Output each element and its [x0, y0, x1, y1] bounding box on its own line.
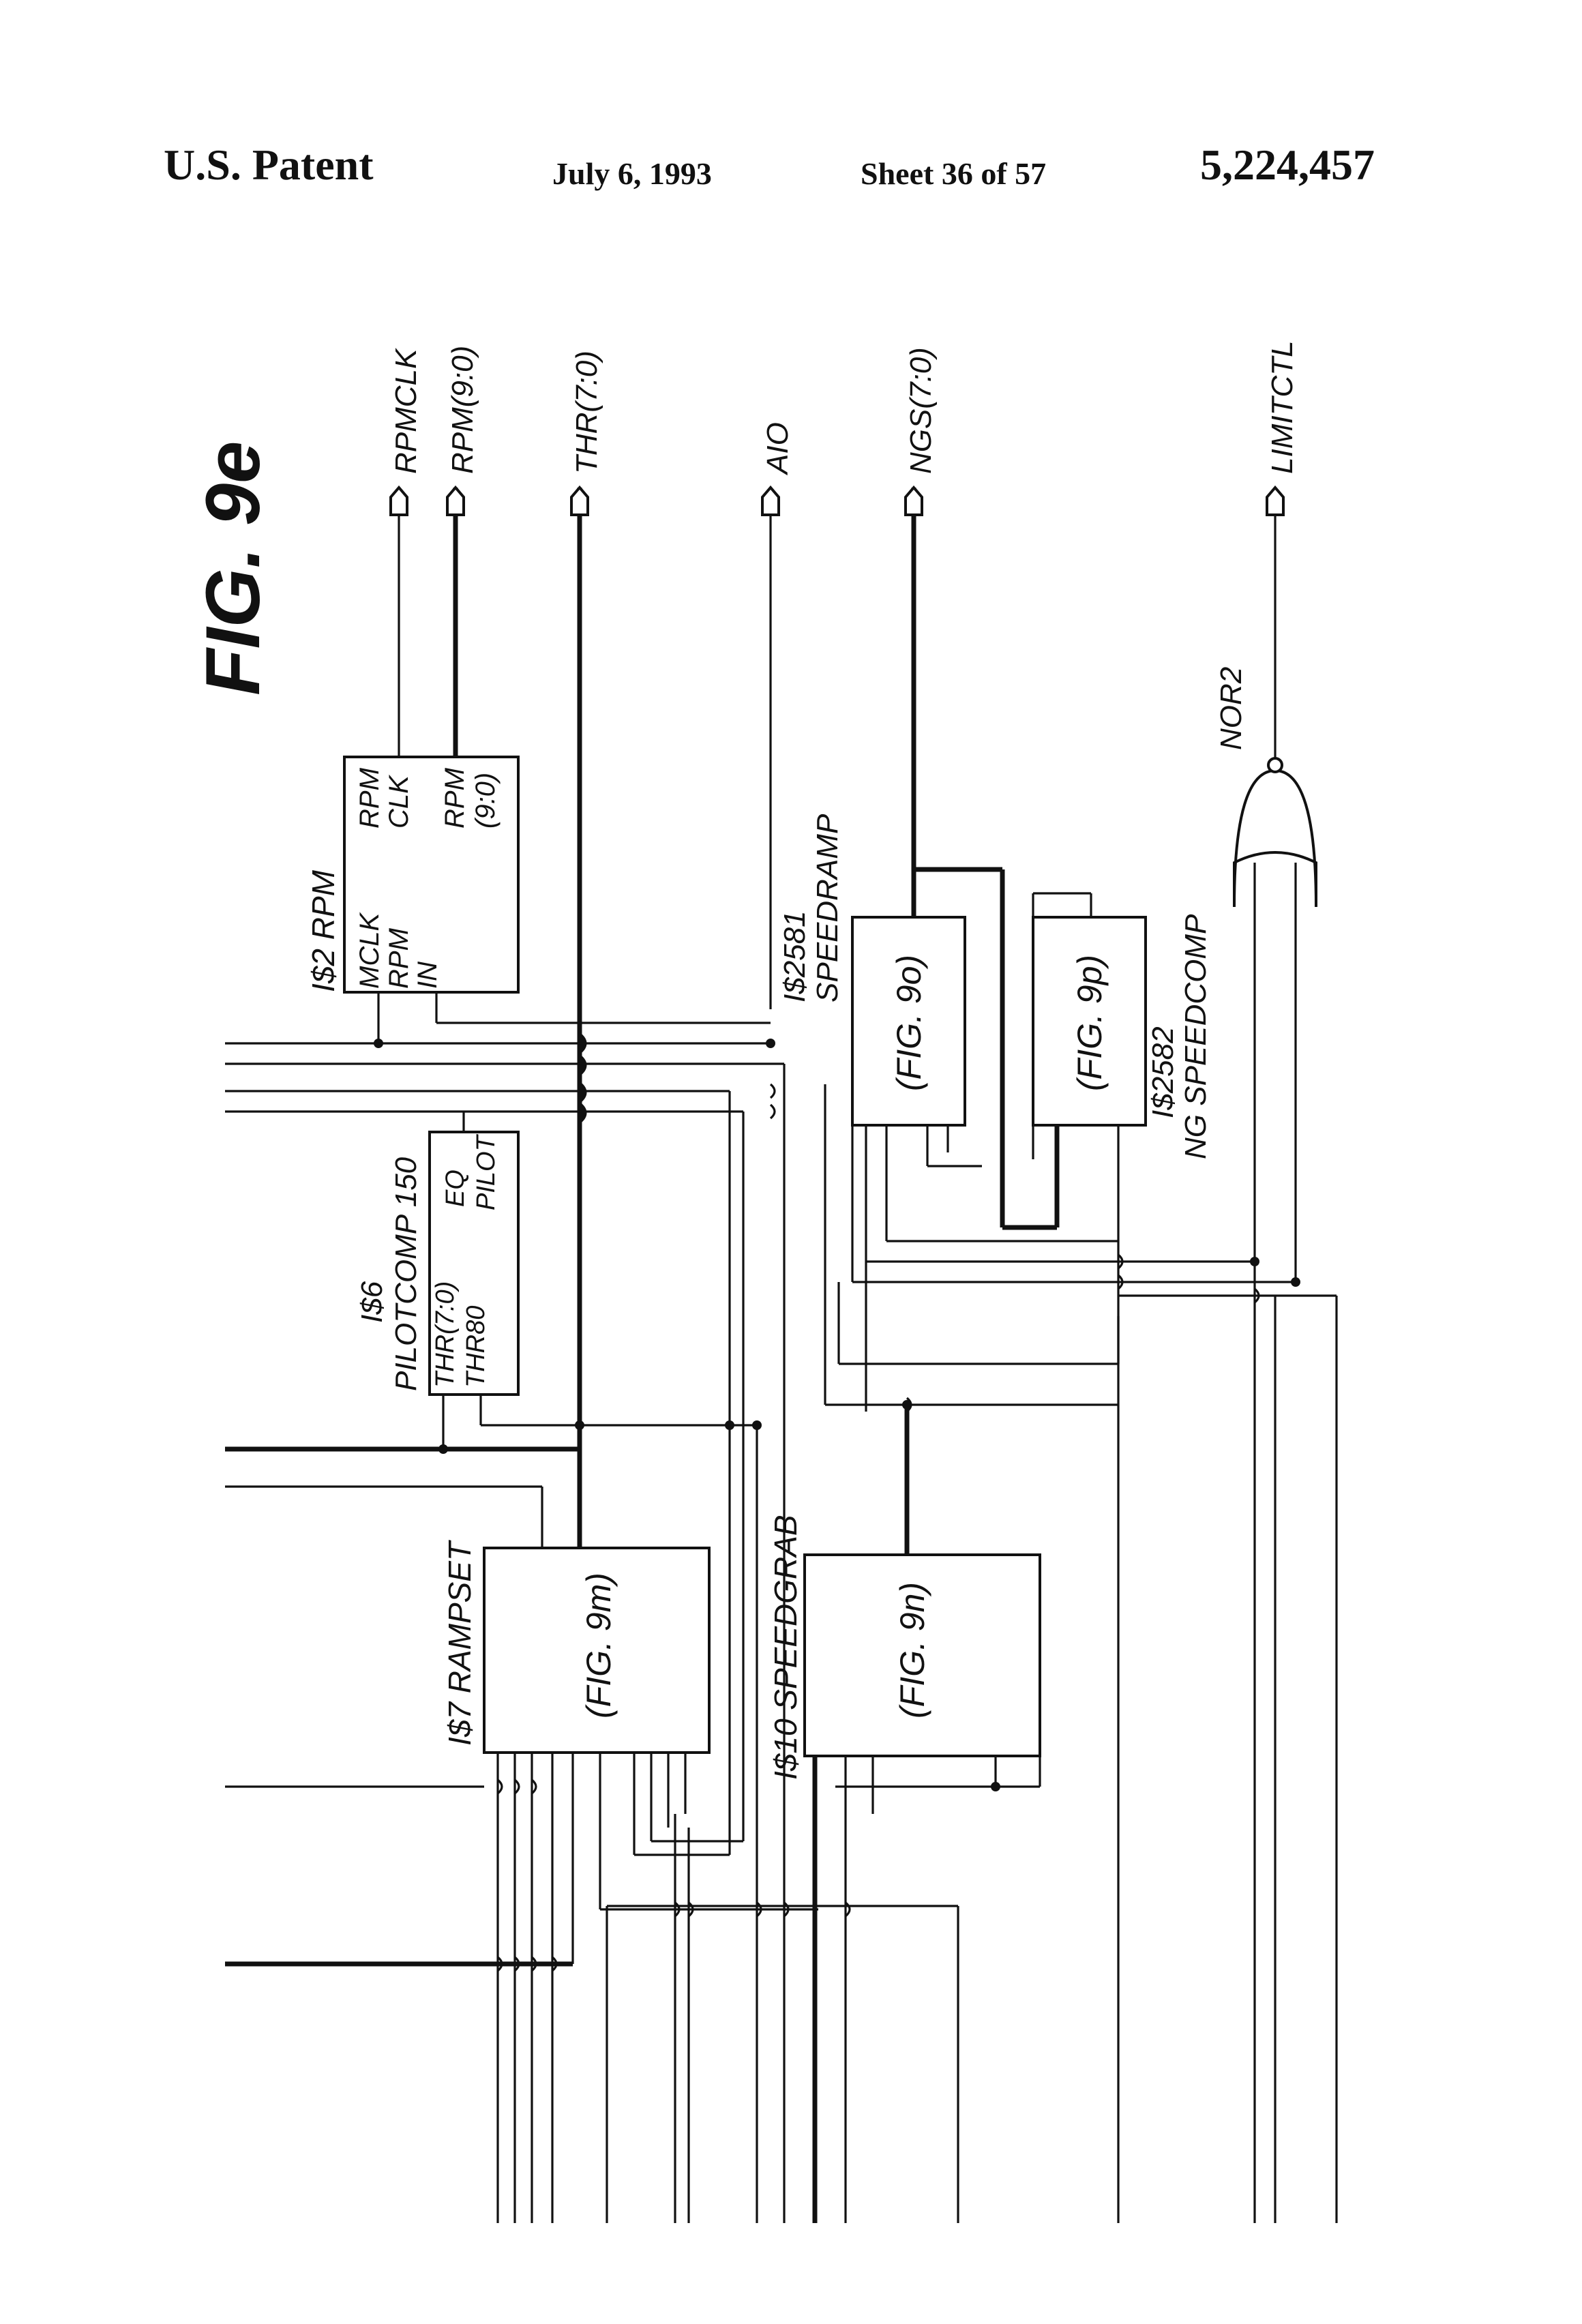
speedcomp-name: I$2582	[1146, 1026, 1180, 1118]
output-label-ngs: NGS(7:0)	[904, 347, 938, 474]
rpm-port-rpm-in-1: RPM	[384, 927, 414, 989]
figure-title: FIG. 9e	[190, 441, 275, 696]
pilotcomp-port-thr: THR(7:0)	[431, 1281, 460, 1388]
rpm-port-rpm-in-2: IN	[413, 962, 443, 989]
rampset-name: I$7 RAMPSET	[442, 1540, 477, 1746]
rpm-port-rpm-out-2: (9:0)	[471, 773, 501, 829]
output-label-rpm: RPM(9:0)	[446, 346, 479, 474]
rampset-ref: (FIG. 9m)	[580, 1573, 618, 1718]
nor-gate-label: NOR2	[1214, 667, 1248, 750]
speedramp-name: I$2581	[778, 910, 811, 1002]
output-label-thr: THR(7:0)	[570, 351, 603, 474]
output-wires	[391, 488, 1283, 1562]
nor-gate	[1234, 758, 1316, 907]
speedcomp-sub: NG SPEEDCOMP	[1179, 914, 1212, 1159]
output-label-aio: AIO	[761, 422, 794, 476]
speedgrab-ref: (FIG. 9n)	[893, 1582, 931, 1718]
output-label-limitctl: LIMITCTL	[1266, 340, 1299, 474]
rpm-port-rpm-out-1: RPM	[440, 767, 470, 829]
speedramp-sub: SPEEDRAMP	[811, 814, 844, 1002]
pilotcomp-port-thr80: THR80	[462, 1306, 490, 1388]
pilotcomp-name: PILOTCOMP 150	[389, 1157, 423, 1391]
pilotcomp-inst: I$6	[355, 1281, 389, 1323]
rpm-block-name: I$2 RPM	[305, 869, 341, 992]
rpm-port-rpm-clk-1: RPM	[355, 767, 385, 829]
pilotcomp-port-eq: EQ	[441, 1170, 470, 1207]
speedcomp-ref: (FIG. 9p)	[1071, 955, 1109, 1091]
speedramp-ref: (FIG. 9o)	[890, 955, 928, 1091]
wire-crossovers	[498, 1035, 1259, 1971]
rpm-port-mclk: MCLK	[355, 912, 385, 989]
rpm-port-rpm-clk-2: CLK	[384, 774, 414, 829]
pilotcomp-port-pilot: PILOT	[472, 1133, 501, 1210]
speedgrab-name: I$10 SPEEDGRAB	[768, 1515, 803, 1780]
output-label-rpmclk: RPMCLK	[389, 348, 423, 474]
